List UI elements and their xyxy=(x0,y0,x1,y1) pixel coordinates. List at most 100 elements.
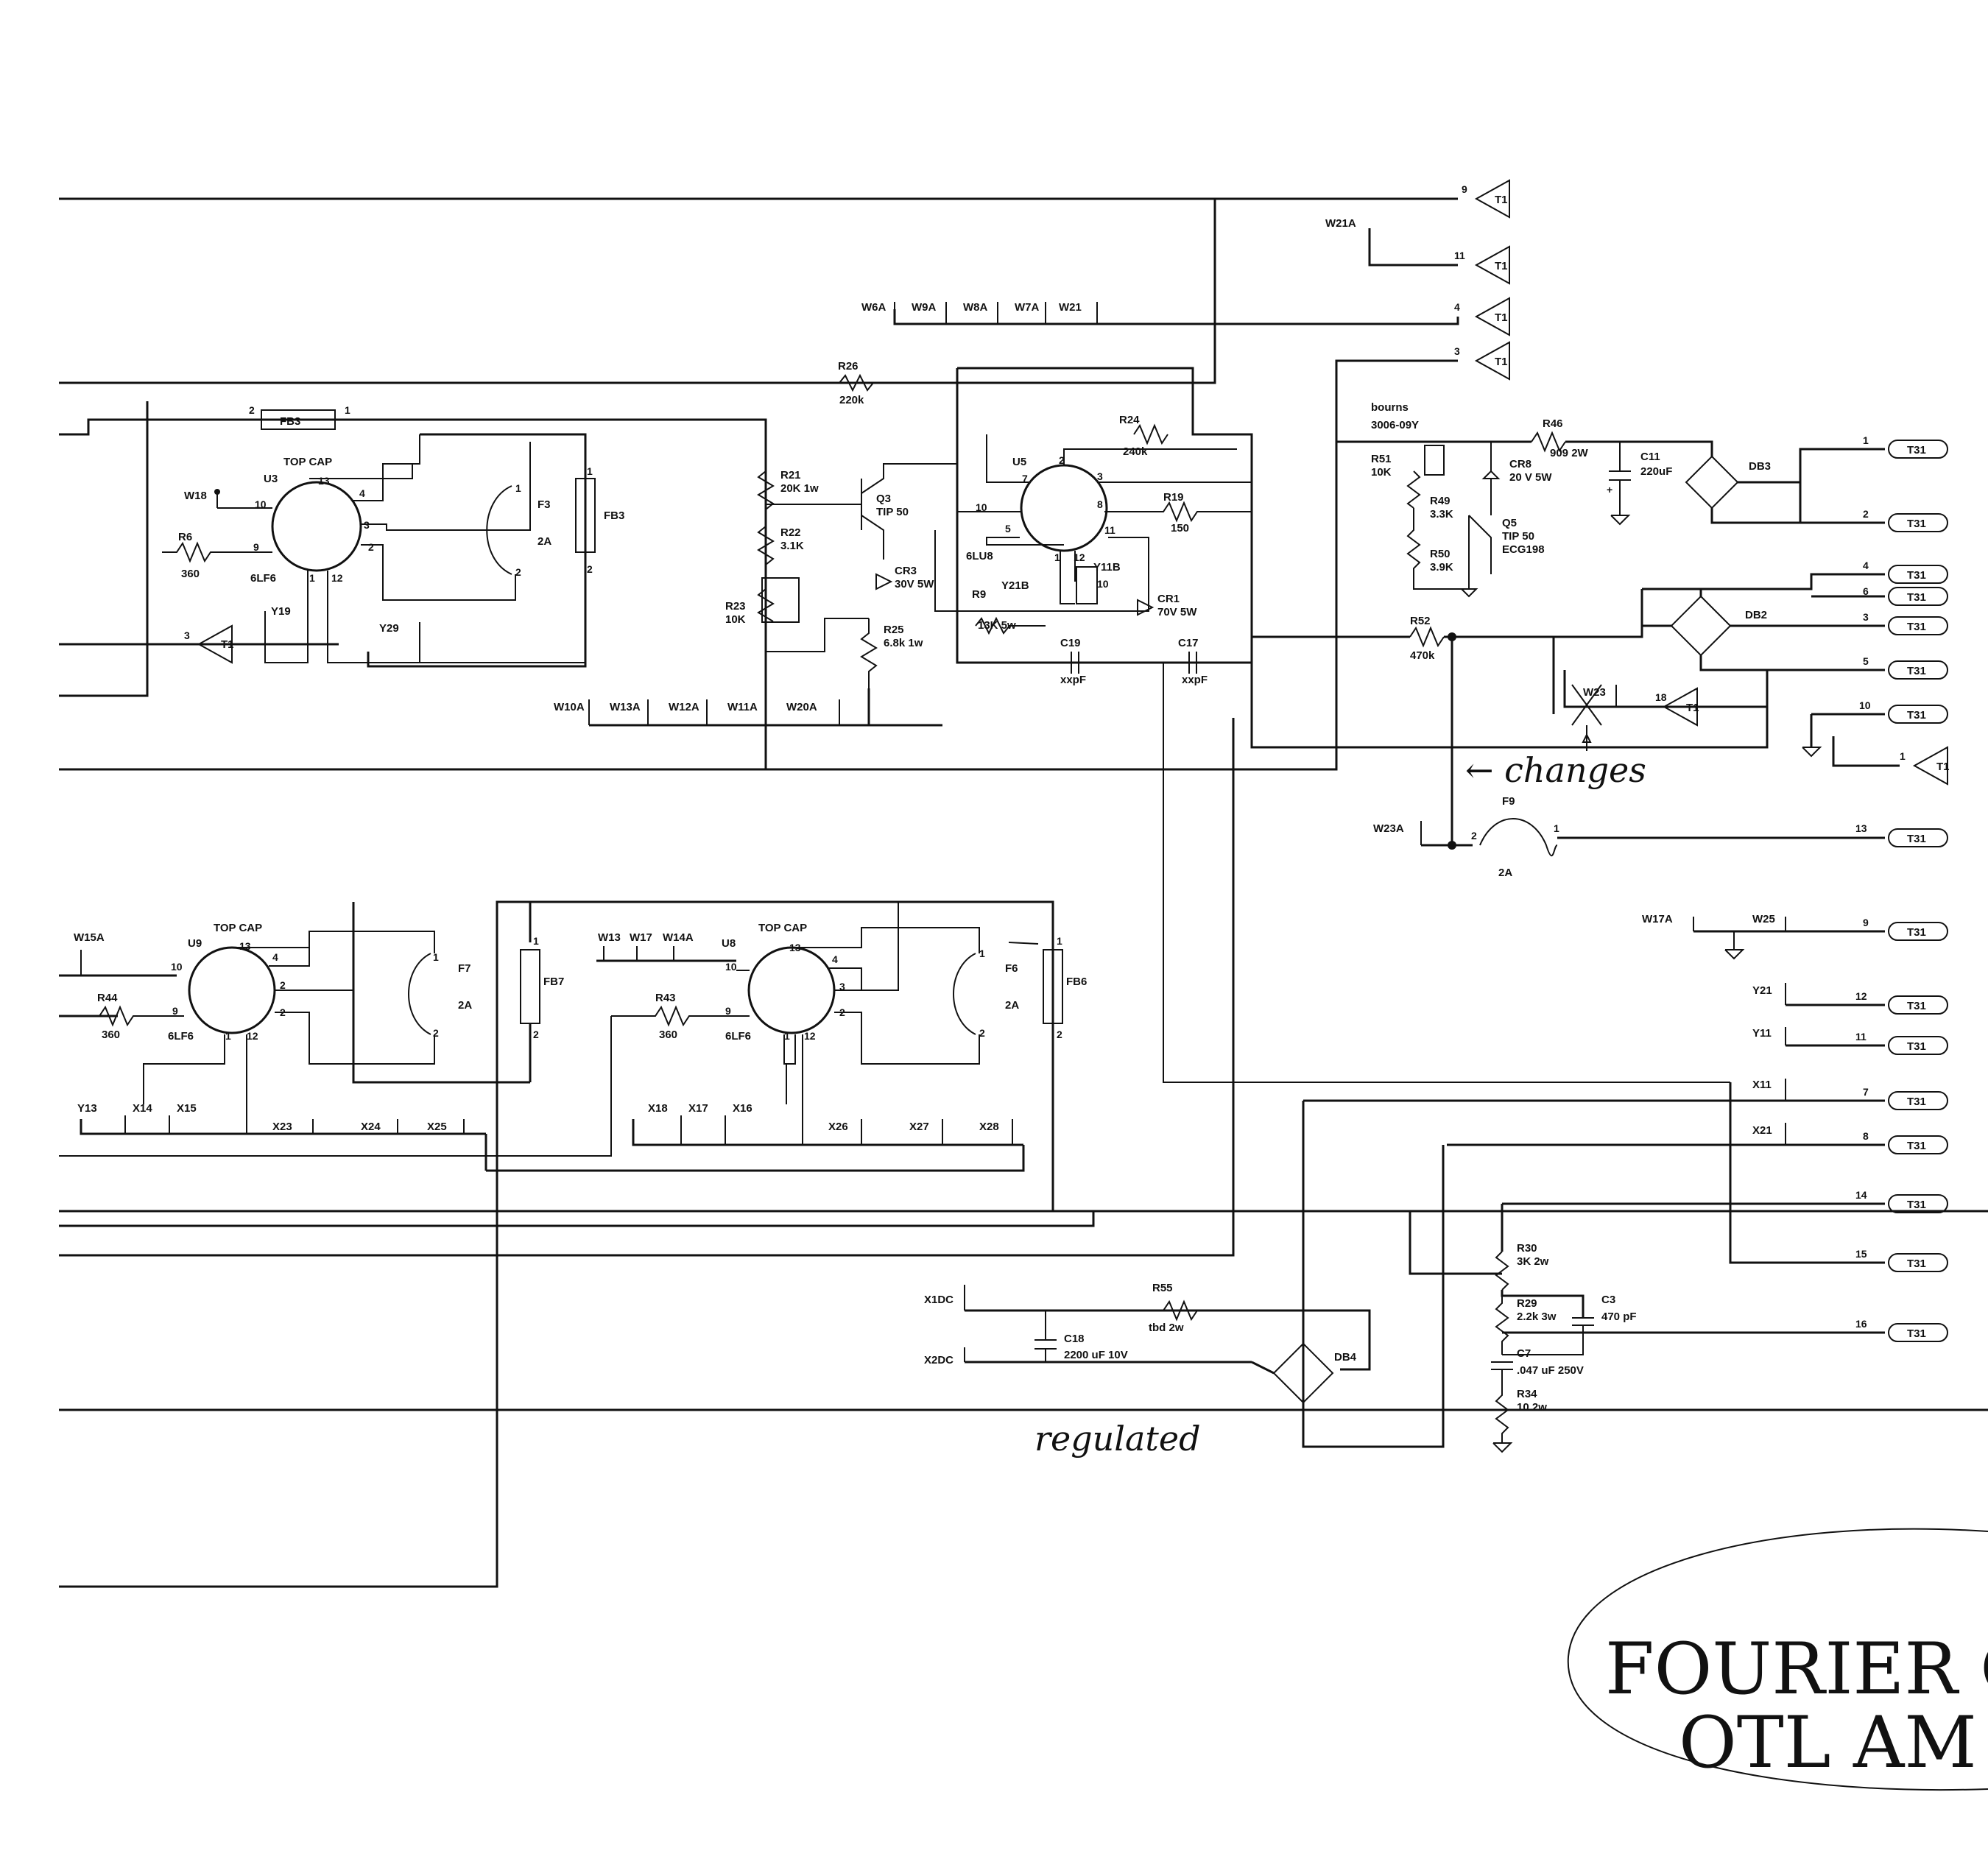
capacitors-c3-ref-label: C3 xyxy=(1601,1294,1615,1306)
pin-number: 18 xyxy=(1655,691,1667,703)
fuses-fb6-label: FB6 xyxy=(1066,976,1087,988)
pin-number: 4 xyxy=(832,953,838,965)
capacitors-c11-ref-label: C11 xyxy=(1640,451,1660,463)
pin-number: 1 xyxy=(345,404,350,416)
wire_labels-w8a-label: W8A xyxy=(963,301,988,314)
fuse-fb7: 1 2 FB7 xyxy=(520,902,564,1082)
triangle_label-label: T1 xyxy=(221,638,234,651)
tube_top_caps-1-label: TOP CAP xyxy=(214,922,262,934)
capacitors-c11-value-label: 220uF xyxy=(1640,465,1672,478)
pin-number: 8 xyxy=(1863,1130,1869,1142)
semis-db2-label: DB2 xyxy=(1745,609,1767,621)
pin-number: 9 xyxy=(253,541,259,553)
capacitors-c19-ref-label: C19 xyxy=(1060,637,1081,649)
pin-number: 2 xyxy=(433,1027,439,1039)
stage-supply: R30 3K 2w R29 2.2k 3w C3 470 pF C7 .047 … xyxy=(924,1101,1637,1458)
wire_labels-w21a-label: W21A xyxy=(1325,217,1356,230)
resistors-r52-ref-label: R52 xyxy=(1410,615,1431,627)
resistors-r29-value-label: 2.2k 3w xyxy=(1517,1311,1557,1323)
wire_labels-w13-label: W13 xyxy=(598,931,621,944)
stage-q3: R21 20K 1w R22 3.1K R23 10K Q3 TIP 50 CR… xyxy=(725,420,958,769)
capacitors-c19-value-label: xxpF xyxy=(1060,674,1086,686)
connector_label-label: T31 xyxy=(1907,1327,1926,1340)
resistors-r34-value-label: 10 2w xyxy=(1517,1401,1547,1414)
resistors-r22-value-label: 3.1K xyxy=(780,540,804,552)
triangle_label-label: T1 xyxy=(1495,311,1508,324)
wire_labels-y19-label: Y19 xyxy=(271,605,291,618)
pin-number: 2 xyxy=(533,1029,539,1040)
semis-cr1-value-label: 70V 5W xyxy=(1157,606,1197,618)
pin-number: 14 xyxy=(1855,1189,1867,1201)
wire_labels-x11-label: X11 xyxy=(1752,1079,1772,1091)
wire_labels-w11a-label: W11A xyxy=(727,701,758,713)
stage-u3: 2 1 FB3 TOP CAP U3 13 6LF6 4 3 2 10 9 1 … xyxy=(59,404,767,771)
right-wire-stubs: W17A W25 Y21 Y11 X11 X21 xyxy=(1642,913,1786,1145)
triangle_label-label: T1 xyxy=(1495,260,1508,272)
semis-cr3-ref-label: CR3 xyxy=(895,565,917,577)
tubes-u3-ref-label: U3 xyxy=(264,473,278,485)
resistors-r43-value-label: 360 xyxy=(659,1029,677,1041)
wire_labels-x27-label: X27 xyxy=(909,1121,929,1133)
connector_label-label: T31 xyxy=(1907,591,1926,604)
annotations-changes-label: ← changes xyxy=(1465,750,1646,790)
connector_label-label: T31 xyxy=(1907,926,1926,939)
capacitors-c18-ref-label: C18 xyxy=(1064,1333,1085,1345)
pin-number: 1 xyxy=(433,951,439,963)
connector_label-label: T31 xyxy=(1907,1258,1926,1270)
pin-number: 9 xyxy=(172,1005,178,1017)
fuses-fb3b-label: FB3 xyxy=(604,509,624,522)
wire_labels-x26-label: X26 xyxy=(828,1121,848,1133)
resistors-r29-ref-label: R29 xyxy=(1517,1297,1537,1310)
fuses-fb7-label: FB7 xyxy=(543,976,564,988)
wire_labels-w23-label: W23 xyxy=(1583,686,1606,699)
connector_label-label: T31 xyxy=(1907,665,1926,677)
fuses-f7-ref-label: F7 xyxy=(458,962,471,975)
stage-u9: R44 360 W15A TOP CAP U9 13 6LF6 10 9 4 2… xyxy=(59,902,530,1171)
resistors-r21-ref-label: R21 xyxy=(780,469,801,482)
semis-q5-value-label: TIP 50 xyxy=(1502,530,1534,543)
fuses-f6-value-label: 2A xyxy=(1005,999,1019,1012)
pin-number: 3 xyxy=(1454,345,1460,357)
pin-number: 12 xyxy=(804,1030,816,1042)
resistors-r51-value-label: 10K xyxy=(1371,466,1392,479)
resistors-r55-value-label: tbd 2w xyxy=(1149,1322,1184,1334)
pin-number: 10 xyxy=(976,501,987,513)
tubes-u8-ref-label: U8 xyxy=(722,937,736,950)
pin-number: 12 xyxy=(247,1030,258,1042)
resistor-r26: R26 220k xyxy=(59,360,1194,434)
pin-number: 12 xyxy=(1074,551,1085,563)
pin-number: 11 xyxy=(1855,1031,1867,1043)
resistors-r50-ref-label: R50 xyxy=(1430,548,1451,560)
resistors-r34-ref-label: R34 xyxy=(1517,1388,1537,1400)
wire_labels-w7a-label: W7A xyxy=(1015,301,1040,314)
resistors-r51-ref-label: R51 xyxy=(1371,453,1392,465)
semis-q3-ref-label: Q3 xyxy=(876,493,891,505)
pin-number: 2 xyxy=(1057,1029,1062,1040)
pin-number: 1 xyxy=(1863,434,1869,446)
wire_labels-w25-label: W25 xyxy=(1752,913,1775,925)
connector_label-label: T31 xyxy=(1907,621,1926,633)
resistors-r19-value-label: 150 xyxy=(1171,522,1189,535)
pin-number: 3 xyxy=(839,981,845,992)
pin-number: 4 xyxy=(272,951,278,963)
pin-number: 5 xyxy=(1863,655,1869,667)
wire_labels-x23-label: X23 xyxy=(272,1121,292,1133)
connector_label-label: T31 xyxy=(1907,569,1926,582)
resistors-r25-ref-label: R25 xyxy=(884,624,904,636)
bourns-line1-label: bourns xyxy=(1371,401,1409,414)
pin-number: 1 xyxy=(533,935,539,947)
resistors-r24-ref-label: R24 xyxy=(1119,414,1140,426)
connector_label-label: T31 xyxy=(1907,709,1926,722)
pin-number: 2 xyxy=(587,563,593,575)
wire_labels-w18-label: W18 xyxy=(184,490,207,502)
resistors-r26-value-label: 220k xyxy=(839,394,864,406)
resistors-r46-ref-label: R46 xyxy=(1543,417,1563,430)
wire_labels-x2dc-label: X2DC xyxy=(924,1354,954,1366)
annotations-title_line2-label: OTL AM xyxy=(1679,1701,1977,1784)
pin-number: 1 xyxy=(309,572,315,584)
wire_labels-x24-label: X24 xyxy=(361,1121,381,1133)
